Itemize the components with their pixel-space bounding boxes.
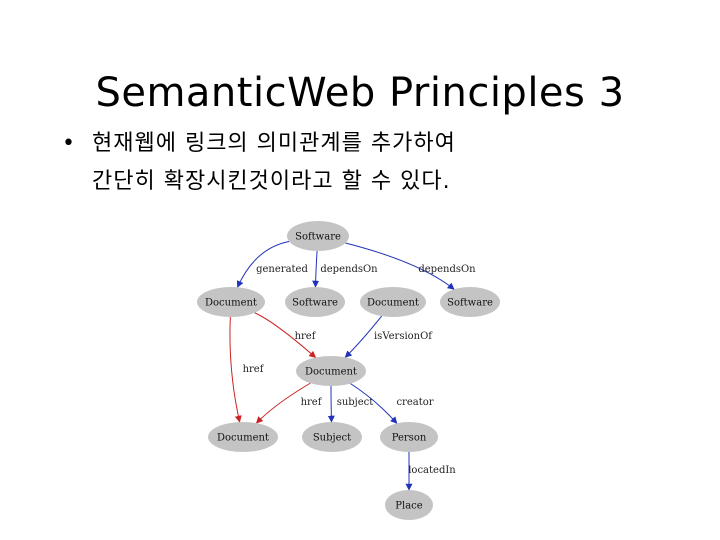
node-ellipse xyxy=(296,356,366,386)
edge-label-href: href xyxy=(295,331,317,342)
node-label: Software xyxy=(292,298,338,309)
node-label: Document xyxy=(217,433,269,444)
bullet-line-1: 현재웹에 링크의 의미관계를 추가하여 xyxy=(92,131,456,156)
edge-doc_left-doc_bottom xyxy=(229,316,242,423)
edge-label-dependsOn: dependsOn xyxy=(320,264,378,275)
edge-label-href: href xyxy=(243,364,265,375)
edge-doc_center-person xyxy=(350,383,398,424)
node-ellipse xyxy=(385,490,433,520)
node-label: Document xyxy=(367,298,419,309)
edge-doc_left-doc_center xyxy=(254,312,317,358)
node-sw_top: Software xyxy=(287,221,349,251)
edge-label-locatedIn: locatedIn xyxy=(408,465,456,476)
edge-doc_center-subject xyxy=(327,385,335,423)
slide-title: SemanticWeb Principles 3 xyxy=(95,70,625,116)
edge-label-href: href xyxy=(301,397,323,408)
node-label: Subject xyxy=(313,433,351,444)
edge-label-creator: creator xyxy=(396,397,433,408)
node-ellipse xyxy=(380,422,438,452)
node-doc_center: Document xyxy=(296,356,366,386)
node-sw_right: Software xyxy=(440,287,500,317)
node-doc_bottom: Document xyxy=(208,422,278,452)
bullet-dot: • xyxy=(62,131,75,156)
edge-sw_top-doc_left xyxy=(236,241,290,288)
bullet-item: • 현재웹에 링크의 의미관계를 추가하여 간단히 확장시킨것이라고 할 수 있… xyxy=(62,125,682,201)
node-place: Place xyxy=(385,490,433,520)
node-ellipse xyxy=(302,422,362,452)
bullet-line-2: 간단히 확장시킨것이라고 할 수 있다. xyxy=(92,169,451,194)
edge-label-generated: generated xyxy=(256,264,308,275)
node-ellipse xyxy=(440,287,500,317)
edge-sw_top-sw_right xyxy=(345,242,455,290)
edge-sw_top-sw_mid xyxy=(312,250,320,288)
node-subject: Subject xyxy=(302,422,362,452)
node-sw_mid: Software xyxy=(285,287,345,317)
node-ellipse xyxy=(197,287,265,317)
edge-doc_mid-doc_center xyxy=(344,315,383,358)
edge-label-isVersionOf: isVersionOf xyxy=(374,331,433,342)
node-ellipse xyxy=(360,287,426,317)
node-label: Software xyxy=(447,298,493,309)
node-doc_mid: Document xyxy=(360,287,426,317)
edge-label-subject: subject xyxy=(337,397,374,408)
node-person: Person xyxy=(380,422,438,452)
node-label: Document xyxy=(305,367,357,378)
edge-label-dependsOn: dependsOn xyxy=(418,264,476,275)
node-ellipse xyxy=(285,287,345,317)
node-doc_left: Document xyxy=(197,287,265,317)
node-label: Person xyxy=(392,433,427,444)
node-label: Software xyxy=(295,232,341,243)
node-ellipse xyxy=(287,221,349,251)
edge-doc_center-doc_bottom xyxy=(255,382,311,424)
node-ellipse xyxy=(208,422,278,452)
node-label: Document xyxy=(205,298,257,309)
node-label: Place xyxy=(395,501,422,512)
